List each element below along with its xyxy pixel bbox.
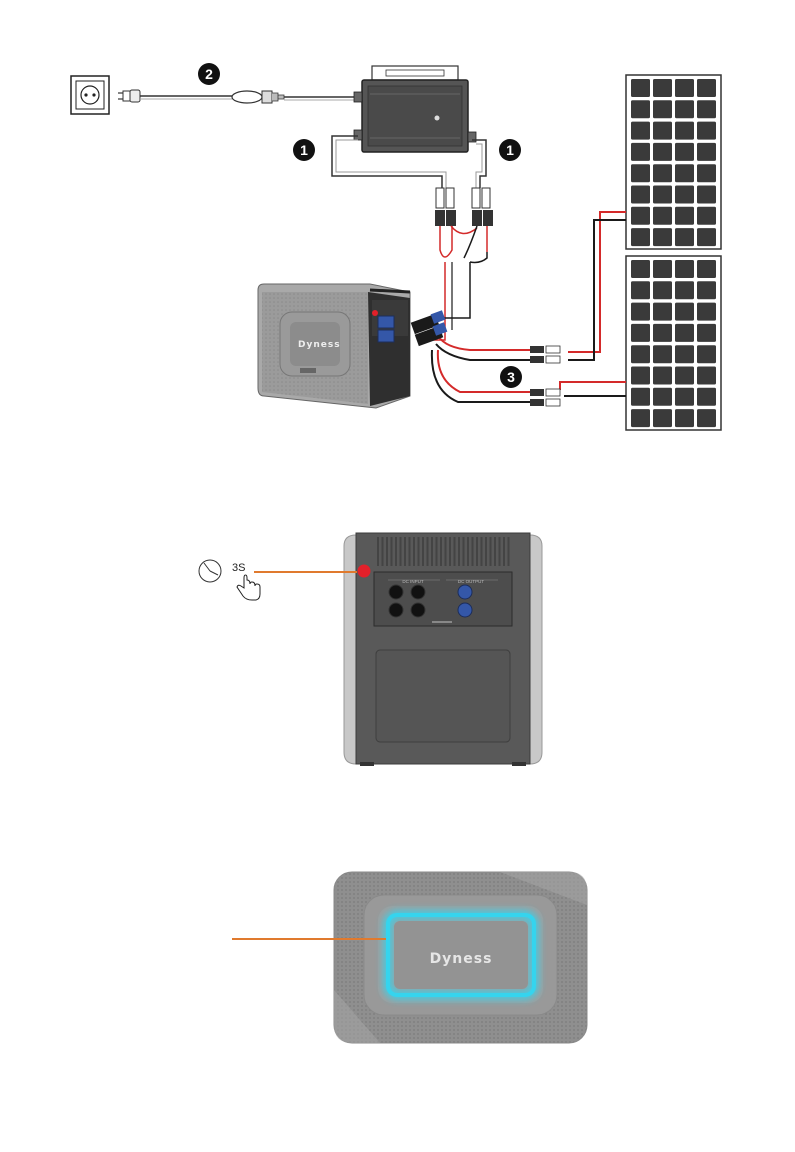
solar-cell	[697, 100, 716, 118]
solar-cell	[675, 260, 694, 278]
solar-cell	[631, 388, 650, 406]
solar-cell	[631, 260, 650, 278]
solar-cell	[631, 303, 650, 321]
solar-cell	[653, 388, 672, 406]
solar-cell	[675, 228, 694, 246]
solar-cell	[697, 164, 716, 182]
solar-cell	[653, 409, 672, 427]
solar-cell	[653, 367, 672, 385]
inverter-dc-connectors	[435, 188, 493, 226]
solar-cell	[697, 281, 716, 299]
solar-cell	[697, 143, 716, 161]
solar-cell	[675, 324, 694, 342]
solar-cell	[631, 164, 650, 182]
solar-cell	[697, 303, 716, 321]
solar-cell	[675, 281, 694, 299]
solar-cell	[697, 409, 716, 427]
solar-cell	[631, 345, 650, 363]
solar-cell	[631, 186, 650, 204]
solar-cell	[675, 388, 694, 406]
svg-text:1: 1	[506, 142, 514, 158]
solar-cell	[631, 324, 650, 342]
svg-text:3: 3	[507, 369, 515, 385]
solar-cell	[675, 100, 694, 118]
solar-cell	[631, 100, 650, 118]
solar-cell	[653, 207, 672, 225]
solar-cell	[653, 345, 672, 363]
solar-cell	[631, 122, 650, 140]
solar-cell	[675, 367, 694, 385]
solar-cell	[675, 164, 694, 182]
svg-text:2: 2	[205, 66, 213, 82]
solar-cell	[631, 228, 650, 246]
solar-cell	[653, 100, 672, 118]
marker-1-right: 1	[499, 139, 521, 161]
cable-connector	[232, 91, 284, 103]
solar-cell	[653, 303, 672, 321]
solar-cell	[697, 324, 716, 342]
solar-cell	[697, 207, 716, 225]
solar-cell	[697, 79, 716, 97]
hold-time-label: 3S	[232, 562, 245, 574]
micro-inverter	[354, 66, 476, 152]
solar-cell	[653, 260, 672, 278]
svg-text:1: 1	[300, 142, 308, 158]
solar-cell	[631, 281, 650, 299]
solar-cell	[631, 143, 650, 161]
solar-cell	[675, 79, 694, 97]
solar-cell	[697, 228, 716, 246]
solar-cell	[653, 186, 672, 204]
solar-cell	[653, 228, 672, 246]
solar-cell	[631, 207, 650, 225]
solar-cell	[653, 324, 672, 342]
solar-cell	[697, 186, 716, 204]
solar-cell	[675, 409, 694, 427]
solar-cell	[675, 143, 694, 161]
solar-cell	[631, 367, 650, 385]
solar-cell	[631, 79, 650, 97]
solar-cell	[697, 388, 716, 406]
marker-1-left: 1	[293, 139, 315, 161]
marker-2: 2	[198, 63, 220, 85]
solar-cell	[631, 409, 650, 427]
battery-brand: Dyness	[298, 340, 341, 350]
marker-3: 3	[500, 366, 522, 388]
solar-cell	[697, 260, 716, 278]
battery-rear-view: DC INPUT DC OUTPUT	[344, 533, 542, 766]
solar-cell	[675, 303, 694, 321]
solar-cell	[675, 345, 694, 363]
solar-cell	[697, 367, 716, 385]
solar-cell	[697, 345, 716, 363]
solar-cell	[653, 79, 672, 97]
mains-plug-icon	[118, 90, 140, 102]
power-button[interactable]	[358, 565, 371, 578]
dc-input-label: DC INPUT	[402, 579, 424, 584]
solar-cell	[653, 281, 672, 299]
solar-cell	[653, 143, 672, 161]
front-brand-logo: Dyness	[430, 951, 493, 967]
solar-cell	[653, 122, 672, 140]
clock-icon	[199, 560, 221, 582]
solar-cell	[675, 122, 694, 140]
dc-output-label: DC OUTPUT	[458, 579, 484, 584]
solar-cell	[653, 164, 672, 182]
wiring-diagram: Dyness 2 1 1 3	[71, 63, 721, 430]
solar-cell	[675, 186, 694, 204]
extension-connectors-lower	[530, 389, 560, 406]
wall-socket-icon	[71, 76, 109, 114]
solar-cell	[697, 122, 716, 140]
solar-cell	[675, 207, 694, 225]
press-hand-icon	[237, 575, 260, 600]
extension-connectors-upper	[530, 346, 560, 363]
